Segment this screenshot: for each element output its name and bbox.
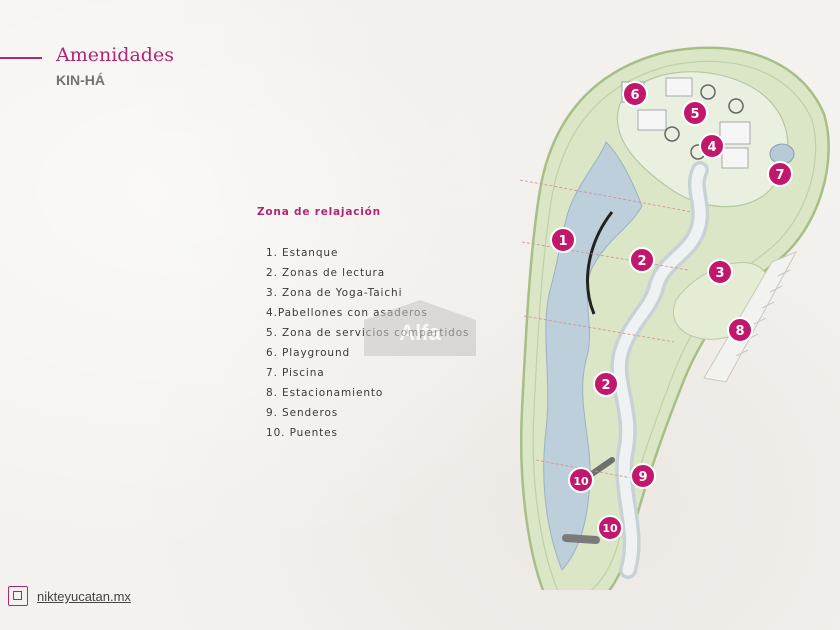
pavilion: [728, 98, 744, 114]
nikte-logo-icon: [8, 586, 28, 606]
svg-text:7: 7: [775, 168, 784, 183]
pavilion: [664, 126, 680, 142]
pond-edge-arc: [586, 211, 614, 315]
site-map: 6 5 4 7 1 2 3 8 2 9 10 10: [519, 46, 830, 590]
parking-stripes: [703, 250, 798, 383]
marker[interactable]: 7: [767, 161, 793, 187]
list-item: 2. Zonas de lectura: [266, 267, 386, 279]
marker[interactable]: 9: [630, 463, 656, 489]
marker[interactable]: 2: [593, 371, 619, 397]
building-block: [637, 109, 667, 131]
list-item: 6. Playground: [266, 347, 351, 359]
pool-shape: [769, 143, 795, 165]
page-title: Amenidades: [56, 44, 174, 66]
svg-text:10: 10: [602, 522, 618, 535]
marker[interactable]: 4: [699, 133, 725, 159]
svg-text:2: 2: [601, 378, 610, 393]
svg-text:2: 2: [637, 254, 646, 269]
marker[interactable]: 5: [682, 100, 708, 126]
svg-text:3: 3: [715, 266, 724, 281]
list-item: 3. Zona de Yoga-Taichi: [266, 287, 403, 299]
building-block: [665, 77, 693, 97]
website-link[interactable]: nikteyucatan.mx: [37, 589, 131, 604]
marker[interactable]: 8: [727, 317, 753, 343]
svg-text:1: 1: [558, 234, 567, 249]
path-trail-center: [613, 164, 706, 576]
watermark: Alfa: [358, 298, 482, 360]
marker[interactable]: 10: [568, 467, 594, 493]
watermark-text: Alfa: [399, 320, 441, 345]
marker[interactable]: 3: [707, 259, 733, 285]
svg-text:4: 4: [707, 140, 716, 155]
zone-title: Zona de relajación: [257, 206, 381, 218]
page-subtitle: KIN-HÁ: [56, 72, 105, 88]
svg-text:8: 8: [735, 324, 744, 339]
list-item: 9. Senderos: [266, 407, 339, 419]
marker[interactable]: 10: [597, 515, 623, 541]
bridge: [562, 534, 600, 544]
list-item: 10. Puentes: [266, 427, 338, 439]
section-lines: [519, 179, 693, 481]
svg-text:9: 9: [638, 470, 647, 485]
svg-text:10: 10: [573, 475, 589, 488]
house-watermark-icon: [364, 300, 476, 356]
marker[interactable]: 6: [622, 81, 648, 107]
svg-text:6: 6: [630, 88, 639, 103]
building-block: [721, 147, 749, 169]
marker[interactable]: 1: [550, 227, 576, 253]
pavilion: [700, 84, 716, 100]
list-item: 1. Estanque: [266, 247, 339, 259]
header-accent-line: [0, 57, 42, 59]
list-item: 7. Piscina: [266, 367, 325, 379]
building-block: [719, 121, 751, 145]
svg-text:5: 5: [690, 107, 699, 122]
list-item: 8. Estacionamiento: [266, 387, 384, 399]
marker[interactable]: 2: [629, 247, 655, 273]
